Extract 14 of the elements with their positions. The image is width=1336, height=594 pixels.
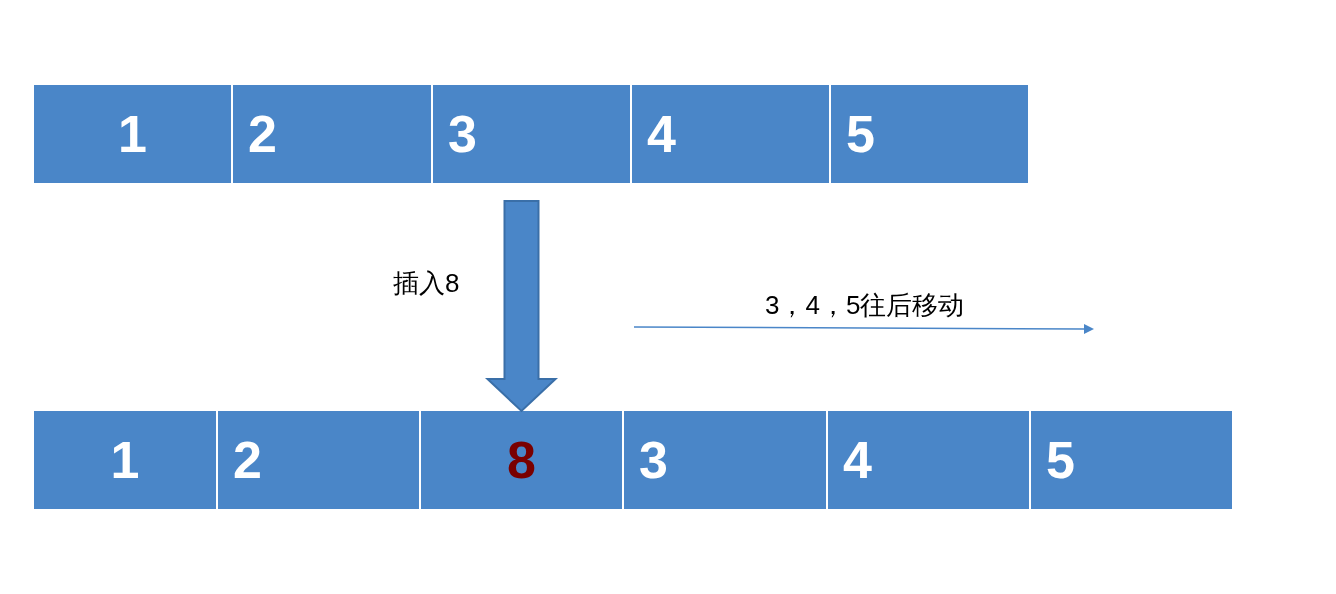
array-cell: 4 [828,411,1029,509]
array-cell: 8 [421,411,622,509]
array-cell: 5 [1031,411,1232,509]
array-cell: 1 [34,411,216,509]
array-cell: 1 [34,85,231,183]
annotation-text: 3，4，5往后移动 [765,289,965,322]
block-arrow [484,200,559,413]
array-cell: 4 [632,85,829,183]
edge-label: 插入8 [393,267,460,300]
array-cell: 5 [831,85,1028,183]
array-cell: 2 [233,85,431,183]
array-cell: 3 [624,411,826,509]
array-cell: 3 [433,85,630,183]
array-cell: 2 [218,411,419,509]
